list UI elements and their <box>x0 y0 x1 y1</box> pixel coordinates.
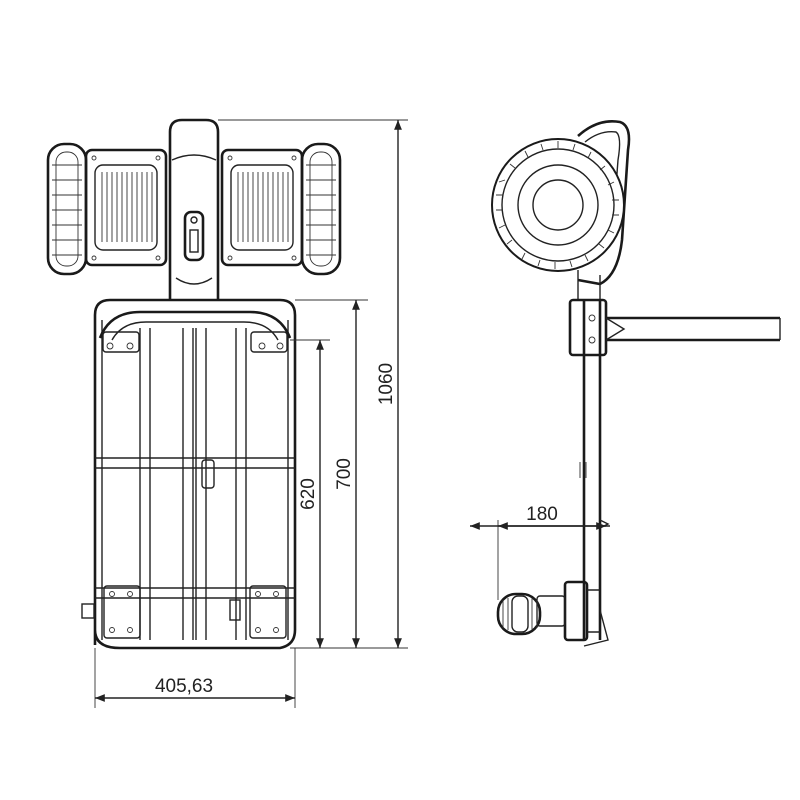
left-wheel <box>46 142 88 276</box>
side-chassis <box>536 270 781 647</box>
label-side-offset: 180 <box>526 504 558 525</box>
dimension-frame-height: 620 <box>290 339 330 648</box>
dimension-width: 405,63 <box>94 648 296 708</box>
dimension-overall-height: 1060 <box>218 119 408 649</box>
side-view <box>491 120 781 647</box>
label-width: 405,63 <box>155 676 213 697</box>
caster-wheel <box>496 592 542 636</box>
left-foot-pad <box>84 148 168 267</box>
right-wheel <box>300 142 342 276</box>
kart-frame <box>81 298 297 650</box>
right-foot-pad <box>220 148 304 267</box>
label-overall-height: 1060 <box>376 363 397 405</box>
dimension-deck-height: 700 <box>295 299 368 648</box>
center-column <box>168 118 220 300</box>
label-deck-height: 700 <box>334 458 355 490</box>
side-wheel <box>491 138 625 272</box>
dimension-side-offset: 180 <box>470 504 610 600</box>
front-view <box>46 118 342 650</box>
label-frame-height: 620 <box>298 478 319 510</box>
